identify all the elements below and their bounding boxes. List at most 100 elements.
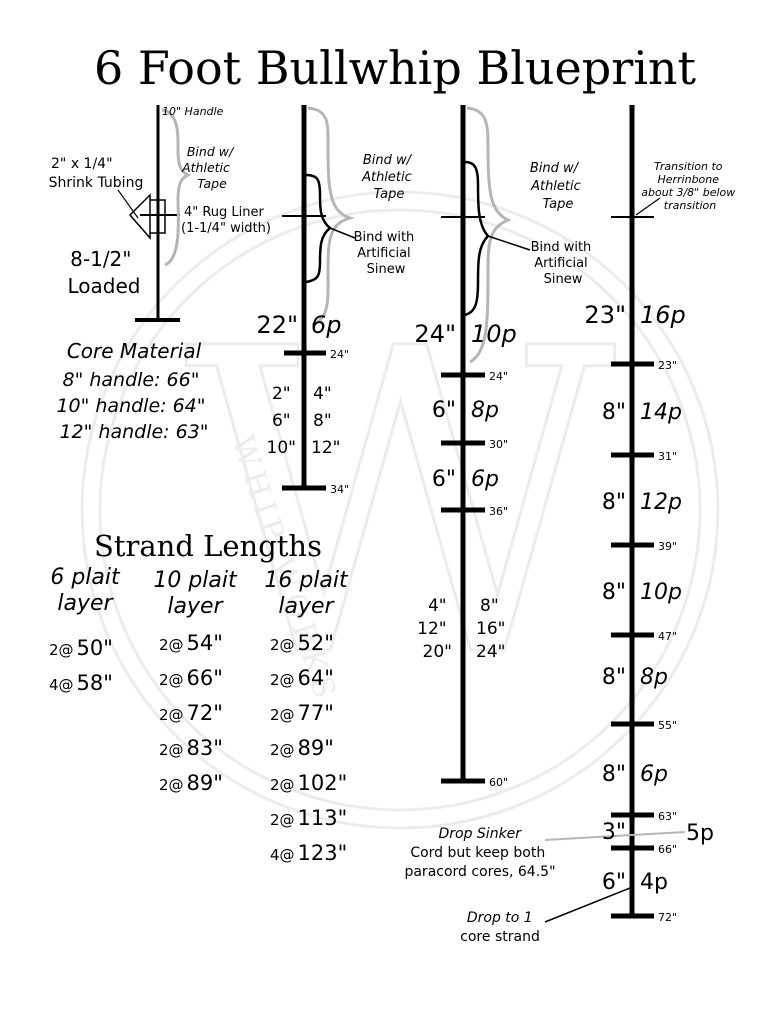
col3-sec3-length: 8" (602, 490, 626, 515)
col3-sec1-length: 23" (584, 301, 626, 329)
col2-athletic-brace (466, 106, 512, 364)
col3-mark-66-label: 66" (658, 843, 677, 856)
col1-athletic-l3: Tape (374, 187, 405, 202)
drop-one-leader (544, 887, 631, 923)
rug-liner-l2: (1-1/4" width) (181, 221, 271, 236)
col3-transition-l2: Herrinbone (657, 173, 719, 186)
col1-drops-right: 4" 8" 12" (311, 384, 340, 458)
col2-sinew-l3: Sinew (544, 272, 583, 287)
col3-sec4-length: 8" (602, 580, 626, 605)
strand-entry: 2@102" (270, 771, 347, 795)
strand-count: 4@ (270, 846, 295, 864)
strand-length: 64" (298, 666, 334, 690)
strand-length: 102" (298, 771, 348, 795)
col2-drop-l1: 4" (428, 596, 447, 616)
shrink-tubing-l1: 2" x 1/4" (51, 156, 113, 172)
watermark-ring-inner (98, 208, 702, 812)
loaded-l1: 8-1/2" (70, 247, 131, 271)
col1-drop-r3: 12" (311, 438, 340, 458)
drop-one-label: Drop to 1 core strand (460, 910, 540, 945)
strand-header-3-line-1: 16 plait (264, 568, 349, 593)
strand-length: 113" (298, 806, 348, 830)
core-material-12: 12" handle: 63" (59, 421, 208, 443)
col1-drop-r1: 4" (313, 384, 332, 404)
watermark: W WHIP WORKS (80, 190, 720, 830)
strand-entry: 2@89" (159, 771, 223, 795)
col1-section-plait: 6p (311, 311, 342, 339)
col3-transition-l3: about 3/8" below (641, 186, 735, 199)
col1-drop-l2: 6" (272, 411, 291, 431)
drop-sinker-l3: paracord cores, 64.5" (404, 864, 555, 880)
col3-mark-47-label: 47" (658, 630, 677, 643)
col1-mark-24-label: 24" (330, 348, 349, 361)
strand-entry: 2@77" (270, 701, 334, 725)
strand-count: 2@ (159, 636, 184, 654)
col2-mark-36-label: 36" (489, 505, 508, 518)
strand-entry: 2@54" (159, 631, 223, 655)
col2-drop-l2: 12" (417, 619, 446, 639)
col3-sec4-plait: 10p (640, 580, 682, 605)
watermark-letter: W (184, 261, 617, 750)
col1-sinew-l2: Artificial (357, 246, 410, 261)
col1-drop-r2: 8" (313, 411, 332, 431)
strand-length: 54" (187, 631, 223, 655)
core-material-10: 10" handle: 64" (56, 395, 205, 417)
strand-entry: 2@113" (270, 806, 347, 830)
col3-transition-l1: Transition to (654, 160, 723, 173)
strand-entry: 2@72" (159, 701, 223, 725)
col3-sec5-plait: 8p (640, 665, 668, 690)
strand-length: 50" (77, 636, 113, 660)
col2-mark-30-label: 30" (489, 438, 508, 451)
col3-mark-63-label: 63" (658, 810, 677, 823)
col1-mark-34-label: 34" (330, 483, 349, 496)
strand-header-2-line-2: layer (167, 594, 224, 619)
page-title: 6 Foot Bullwhip Blueprint (94, 41, 697, 95)
col2-sec3-length: 6" (432, 467, 456, 492)
strand-length: 52" (298, 631, 334, 655)
strand-count: 2@ (49, 641, 74, 659)
shrink-tubing-shape (128, 193, 166, 241)
col2-drop-l3: 20" (423, 642, 452, 662)
col3-sec3-plait: 12p (640, 490, 682, 515)
col2-mark-60-label: 60" (489, 776, 508, 789)
strand-entry: 4@123" (270, 841, 347, 865)
strand-entry: 2@50" (49, 636, 113, 660)
handle-top-label: 10" Handle (162, 105, 224, 118)
col3-sec6-plait: 6p (640, 762, 668, 787)
col2-drops-left: 4" 12" 20" (417, 596, 452, 662)
col3-sec7-plait: 5p (686, 821, 714, 846)
col2-sinew-l1: Bind with (531, 240, 592, 255)
strand-count: 2@ (270, 636, 295, 654)
strand-entry: 2@64" (270, 666, 334, 690)
col1-sinew-label: Bind with Artificial Sinew (354, 230, 419, 277)
strand-entry: 4@58" (49, 671, 113, 695)
handle-diagram: 10" Handle Bind w/ Athletic Tape 2" x 1/… (49, 105, 271, 443)
col2-sec2-plait: 8p (471, 398, 499, 423)
strand-header-1-line-2: layer (57, 591, 114, 616)
col3-mark-72-label: 72" (658, 911, 677, 924)
whip-column-3: Transition to Herrinbone about 3/8" belo… (404, 105, 735, 945)
col1-sinew-leader (329, 227, 356, 239)
strand-header-3-line-2: layer (278, 594, 335, 619)
col3-sec8-plait: 4p (640, 870, 668, 895)
drop-one-l1: Drop to 1 (467, 910, 533, 926)
strand-length: 89" (187, 771, 223, 795)
handle-athletic-label: Bind w/ Athletic Tape (181, 144, 237, 191)
strand-count: 2@ (270, 671, 295, 689)
col2-athletic-l1: Bind w/ (530, 161, 580, 176)
athletic-brace (161, 108, 192, 267)
col1-drop-l1: 2" (272, 384, 291, 404)
strand-count: 2@ (270, 706, 295, 724)
col3-mark-31-label: 31" (658, 450, 677, 463)
strand-header-2-line-1: 10 plait (153, 568, 238, 593)
col2-athletic-label: Bind w/ Athletic Tape (530, 161, 585, 212)
col1-athletic-brace (307, 106, 356, 327)
col3-sec5-length: 8" (602, 665, 626, 690)
col3-mark-55-label: 55" (658, 719, 677, 732)
strand-count: 2@ (270, 811, 295, 829)
loaded-l2: Loaded (68, 274, 141, 298)
strand-count: 2@ (270, 741, 295, 759)
drop-sinker-l1: Drop Sinker (438, 826, 522, 842)
strand-length: 123" (298, 841, 348, 865)
